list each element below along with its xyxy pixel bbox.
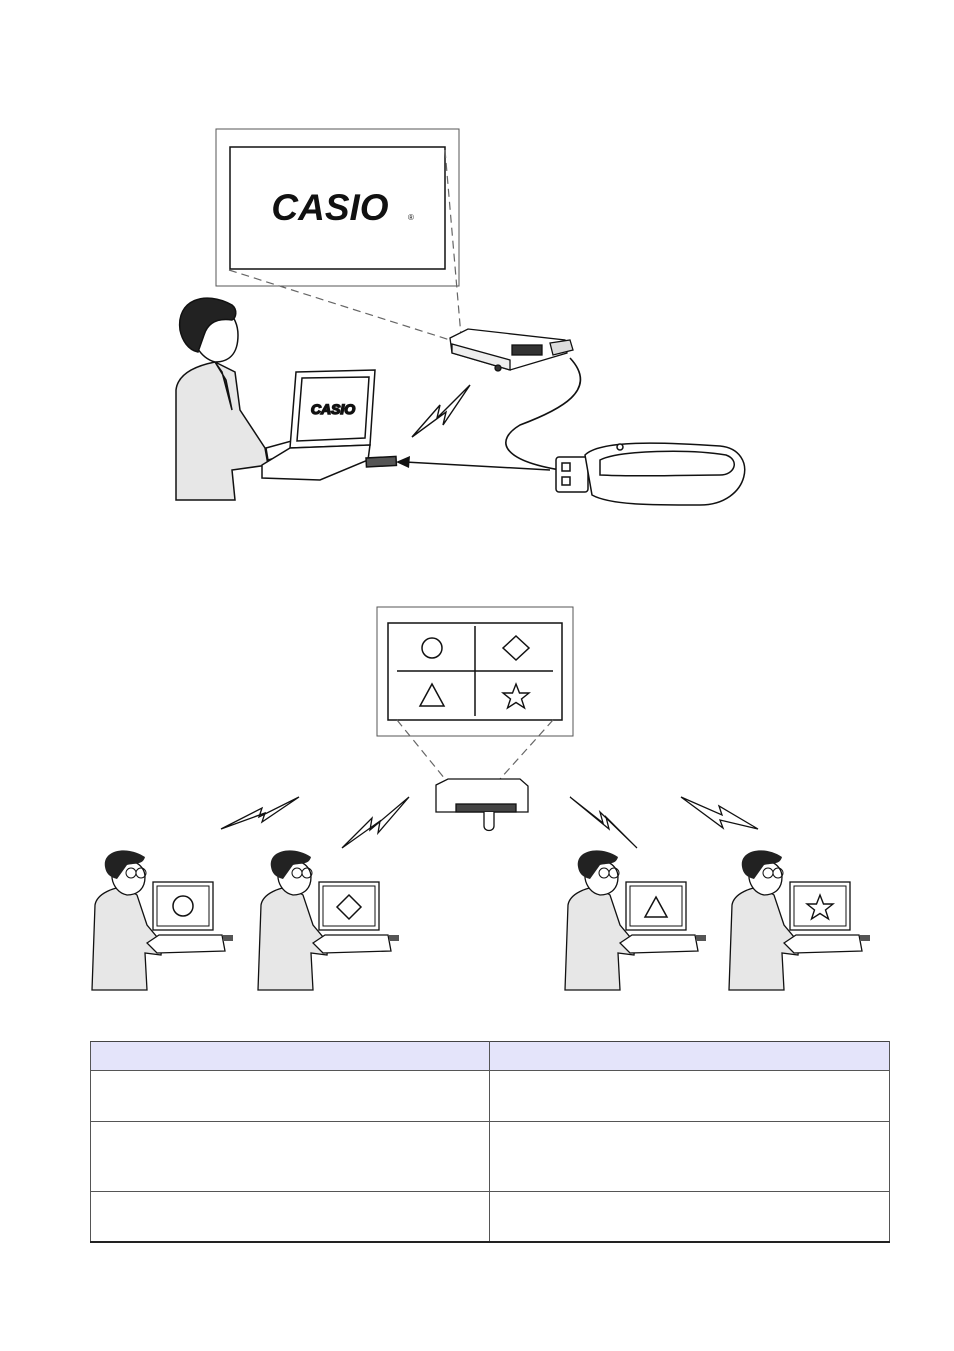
- shared-beam-lines: [396, 719, 554, 780]
- laptop-circle-icon: [172, 895, 194, 917]
- table-cell: [488, 1121, 890, 1192]
- table-header-cell: [488, 1041, 890, 1071]
- projection-beam-lines: [228, 149, 462, 341]
- insert-arrow: [396, 456, 551, 471]
- user-2: [257, 850, 399, 991]
- screen-casio-logo: CASIO: [271, 187, 388, 228]
- table-cell: [488, 1070, 890, 1122]
- table-header-row: [90, 1041, 890, 1071]
- table-row: [90, 1191, 890, 1243]
- user-3: [564, 850, 706, 991]
- laptop-casio-logo: CASIO: [311, 401, 355, 417]
- table-header-cell: [90, 1041, 490, 1071]
- spec-table: [90, 1041, 890, 1243]
- laptop-star-icon: [805, 893, 835, 921]
- table-cell: [488, 1191, 890, 1243]
- wireless-signal-icons: [220, 796, 759, 849]
- table-row: [90, 1070, 890, 1122]
- triangle-icon: [418, 682, 446, 707]
- user-4: [728, 850, 870, 991]
- single-presenter-figure: CASIO ®: [175, 128, 746, 506]
- user-1: [91, 850, 233, 991]
- usb-cable: [505, 357, 582, 471]
- table-row: [90, 1121, 890, 1192]
- projection-screen: CASIO ®: [215, 128, 460, 287]
- shared-projector: [435, 778, 529, 832]
- laptop-triangle-icon: [643, 895, 669, 918]
- presenter-laptop: CASIO: [261, 369, 398, 481]
- presenter-person: [175, 297, 299, 501]
- laptop-diamond-icon: [335, 893, 363, 921]
- circle-icon: [421, 637, 443, 659]
- wireless-signal-icon: [411, 384, 471, 438]
- shared-projection-screen: [376, 606, 574, 737]
- table-cell: [90, 1121, 490, 1192]
- diamond-icon: [501, 634, 531, 662]
- table-cell: [90, 1070, 490, 1122]
- table-cell: [90, 1191, 490, 1243]
- multi-user-figure: [91, 606, 870, 991]
- screen-registered-mark: ®: [408, 213, 414, 222]
- projector-device: [449, 328, 574, 372]
- star-icon: [501, 682, 531, 710]
- wireless-usb-adapter: [555, 442, 746, 506]
